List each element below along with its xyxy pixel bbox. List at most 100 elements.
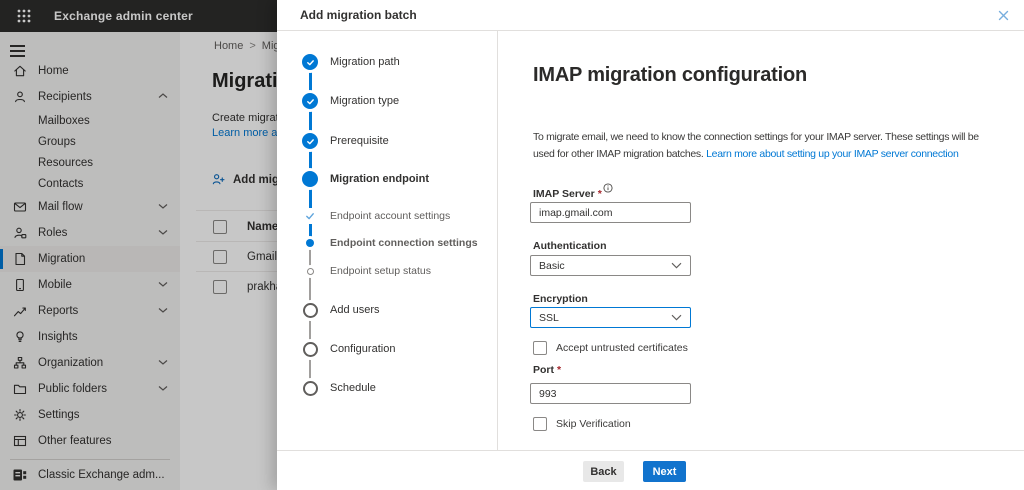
chevron-down-icon [671,314,682,321]
sidebar-item-label: Mail flow [38,201,83,213]
encryption-select[interactable]: SSL [530,307,691,328]
page-description: Create migration [212,112,294,124]
substep-current-icon [306,239,314,247]
sidebar-divider [10,459,170,460]
port-input[interactable] [530,383,691,404]
close-icon[interactable] [994,6,1012,24]
waffle-icon[interactable] [8,0,40,32]
imap-server-label: IMAP Server* [533,183,613,200]
step-label: Add users [330,304,380,316]
chevron-down-icon [671,262,682,269]
step-label: Schedule [330,382,376,394]
sidebar-item-mobile[interactable]: Mobile [0,272,180,298]
table-row[interactable]: prakha [213,280,282,294]
required-marker: * [557,364,562,376]
classic-exchange-icon [12,467,28,483]
sidebar-item-contacts[interactable]: Contacts [0,173,180,194]
sidebar-item-public-folders[interactable]: Public folders [0,376,180,402]
app-title: Exchange admin center [54,9,193,23]
step-label: Endpoint connection settings [330,237,478,249]
authentication-select[interactable]: Basic [530,255,691,276]
mobile-icon [12,277,28,293]
authentication-label: Authentication [533,240,607,252]
sidebar-item-label: Classic Exchange adm... [38,469,165,481]
sidebar-item-label: Mobile [38,279,72,291]
breadcrumb-home[interactable]: Home [214,40,244,52]
chevron-down-icon [158,307,168,313]
row-checkbox[interactable] [213,250,227,264]
sidebar-item-migration[interactable]: Migration [0,246,180,272]
chevron-down-icon [158,229,168,235]
step-migration-endpoint[interactable]: Migration endpoint [277,171,429,187]
sidebar-item-groups[interactable]: Groups [0,131,180,152]
row-checkbox[interactable] [213,280,227,294]
sidebar-item-reports[interactable]: Reports [0,298,180,324]
step-upcoming-icon [302,380,318,396]
learn-more-link[interactable]: Learn more abo [212,127,290,139]
step-label: Migration type [330,95,400,107]
imap-server-input[interactable] [530,202,691,223]
step-prerequisite[interactable]: Prerequisite [277,133,389,149]
row-name: prakha [247,281,283,293]
form-intro: To migrate email, we need to know the co… [533,129,985,164]
accept-untrusted-certificates-checkbox[interactable] [533,341,547,355]
step-current-icon [302,171,318,187]
person-icon [12,89,28,105]
sidebar-item-classic-exchange[interactable]: Classic Exchange adm... [0,462,180,488]
step-migration-path[interactable]: Migration path [277,54,400,70]
table-row[interactable]: Gmail [213,250,277,264]
step-label: Endpoint account settings [330,210,451,222]
sidebar-item-label: Mailboxes [38,114,90,127]
skip-verification-checkbox[interactable] [533,417,547,431]
sidebar-item-home[interactable]: Home [0,58,180,84]
select-all-checkbox[interactable] [213,220,227,234]
step-endpoint-setup-status[interactable]: Endpoint setup status [277,263,431,279]
step-configuration[interactable]: Configuration [277,341,395,357]
authentication-value: Basic [539,259,565,272]
table-icon [12,433,28,449]
add-person-icon [211,172,226,187]
sidebar-item-other-features[interactable]: Other features [0,428,180,454]
required-marker: * [597,188,602,200]
row-name: Gmail [247,251,278,263]
sidebar-item-insights[interactable]: Insights [0,324,180,350]
left-nav: Home Recipients Mailboxes Groups Resourc… [0,32,180,490]
back-button[interactable]: Back [583,461,624,482]
form-heading: IMAP migration configuration [533,64,808,86]
sidebar-item-organization[interactable]: Organization [0,350,180,376]
sidebar-item-mailboxes[interactable]: Mailboxes [0,110,180,131]
sidebar-item-label: Groups [38,135,76,148]
sidebar-item-label: Contacts [38,177,84,190]
sidebar-item-label: Organization [38,357,104,369]
sidebar-item-resources[interactable]: Resources [0,152,180,173]
step-endpoint-connection-settings[interactable]: Endpoint connection settings [277,235,478,251]
chart-icon [12,303,28,319]
step-completed-icon [302,133,318,149]
sidebar-item-settings[interactable]: Settings [0,402,180,428]
checkbox-label: Skip Verification [556,418,631,430]
folder-icon [12,381,28,397]
sidebar-item-label: Home [38,65,69,77]
next-button[interactable]: Next [643,461,686,482]
intro-text: To migrate email, we need to know the co… [533,131,979,161]
sidebar-item-mail-flow[interactable]: Mail flow [0,194,180,220]
sidebar-item-label: Insights [38,331,78,343]
step-upcoming-icon [302,341,318,357]
step-endpoint-account-settings[interactable]: Endpoint account settings [277,208,450,224]
name-column-header: Name [247,221,279,233]
step-completed-icon [302,54,318,70]
intro-learn-more-link[interactable]: Learn more about setting up your IMAP se… [706,148,959,161]
document-icon [12,251,28,267]
sidebar-item-roles[interactable]: Roles [0,220,180,246]
chevron-down-icon [158,203,168,209]
step-add-users[interactable]: Add users [277,302,380,318]
add-migration-batch-panel: Add migration batch Migration path Migra… [277,0,1024,490]
step-schedule[interactable]: Schedule [277,380,376,396]
step-migration-type[interactable]: Migration type [277,93,399,109]
gear-icon [12,407,28,423]
hamburger-icon[interactable] [10,40,36,62]
step-label: Configuration [330,343,396,355]
info-icon[interactable] [603,183,613,193]
step-upcoming-icon [302,302,318,318]
sidebar-item-recipients[interactable]: Recipients [0,84,180,110]
